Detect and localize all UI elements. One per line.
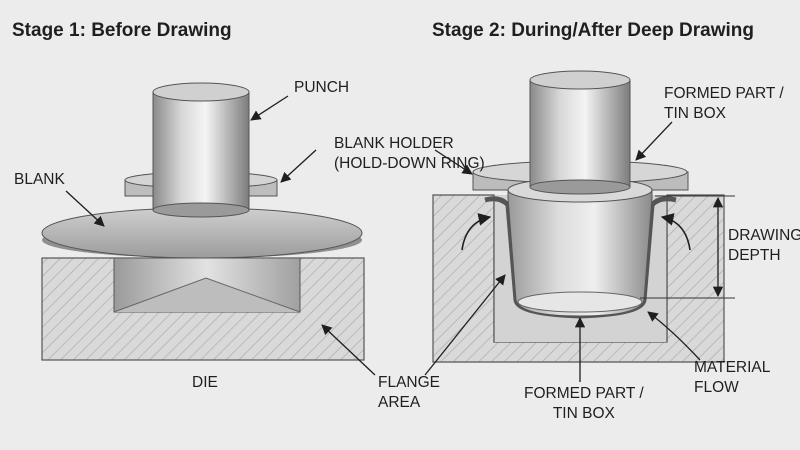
blank-holder-label-line2: (HOLD-DOWN RING) [334,155,485,172]
blank-label: BLANK [14,171,65,188]
punch-label: PUNCH [294,79,350,96]
blank-holder-label: BLANK HOLDER (HOLD-DOWN RING) [334,134,485,174]
formed-part-top-leader [635,121,673,161]
stage2-title: Stage 2: During/After Deep Drawing [432,20,754,41]
material-flow-arrow-right [660,213,691,251]
stage1-assembly [41,82,376,376]
die-label: DIE [192,374,218,391]
material-flow-leader [647,311,701,361]
blank-leader [65,190,105,227]
material-flow-arrow-left [461,213,492,251]
formed-part-bottom-label-line1: FORMED PART / [524,385,644,402]
drawing-depth-label-line1: DRAWING [728,227,800,244]
punch [152,82,250,218]
formed-part-bottom-label-line2: TIN BOX [552,405,615,422]
formed-part-top-label-line2: TIN BOX [664,105,727,122]
formed-part-top-label-line1: FORMED PART / [664,85,784,102]
punch-stage2 [529,70,631,195]
punch-leader [250,95,289,121]
material-flow-label-line1: MATERIAL [694,359,771,376]
blank-disk [41,207,363,259]
drawing-depth-label-line2: DEPTH [728,247,781,264]
formed-part-bottom-label: FORMED PART / TIN BOX [524,384,644,424]
blank-holder-leader-stage2 [434,149,473,175]
material-flow-label: MATERIAL FLOW [694,358,770,398]
die-cavity [113,257,301,313]
flange-area-label-line2: AREA [378,394,421,411]
blank-holder-label-line1: BLANK HOLDER [334,135,454,152]
formed-part-top-label: FORMED PART / TIN BOX [664,84,784,124]
stage2-assembly [424,70,735,382]
flange-area-leader-stage2 [424,274,506,376]
material-flow-label-line2: FLOW [694,379,739,396]
blank-holder-leader [280,149,317,183]
drawing-depth-dimension [640,195,735,299]
flange-area-leader [321,324,376,376]
flange-area-label: FLANGE AREA [378,373,440,413]
drawing-depth-label: DRAWING DEPTH [728,226,800,266]
flange-area-label-line1: FLANGE [378,374,441,391]
stage1-title: Stage 1: Before Drawing [12,20,232,41]
